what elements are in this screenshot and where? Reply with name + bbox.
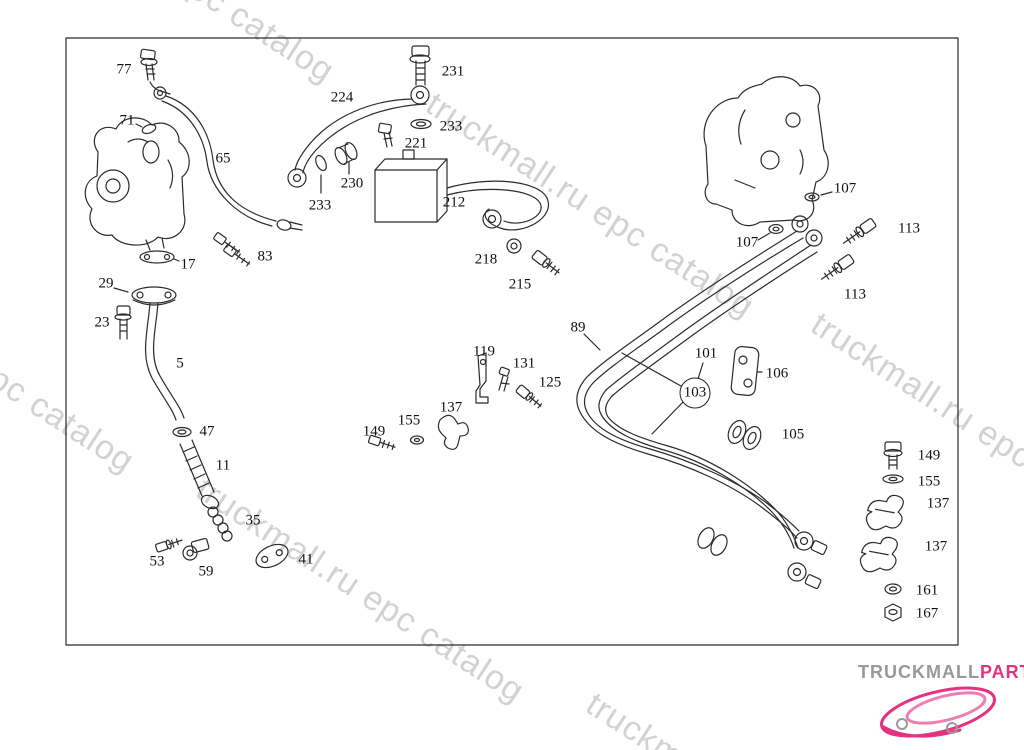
logo-swirl-icon bbox=[877, 679, 999, 746]
assembly-right-column bbox=[858, 442, 907, 621]
assembly-center-bracket bbox=[368, 353, 544, 451]
assembly-return-pipe bbox=[114, 287, 292, 572]
logo-truckmall-text: TRUCKMALL bbox=[858, 662, 980, 682]
assembly-valve-212 bbox=[375, 150, 562, 277]
assembly-turbo-housing bbox=[85, 49, 302, 267]
assembly-twin-pipes bbox=[577, 216, 828, 589]
logo-text: TRUCKMALLPARTS bbox=[858, 662, 1024, 683]
assembly-pipe-224 bbox=[288, 46, 431, 193]
diagram-frame bbox=[66, 38, 958, 645]
assembly-engine-block bbox=[704, 77, 877, 284]
truckmall-parts-logo: TRUCKMALLPARTS bbox=[852, 660, 1024, 748]
logo-parts-text: PARTS bbox=[979, 662, 1024, 682]
